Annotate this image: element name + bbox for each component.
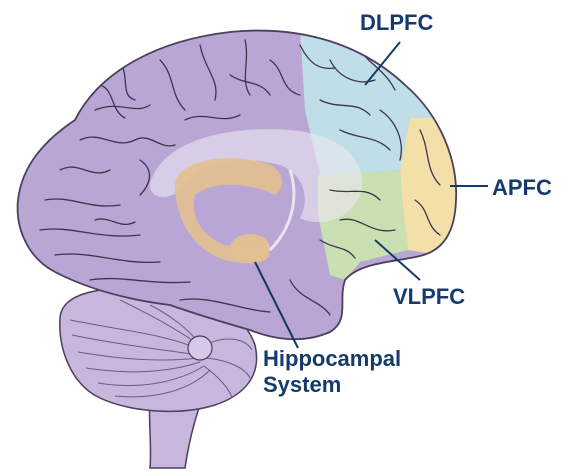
apfc-region	[400, 118, 457, 260]
pons	[187, 335, 213, 361]
corpus-callosum	[150, 129, 362, 223]
cortex-outline	[16, 29, 457, 341]
hippocampal-label-line1: Hippocampal	[263, 346, 402, 371]
hippocampus	[174, 158, 282, 264]
apfc-label: APFC	[492, 175, 552, 200]
hippocampal-label-line2: System	[263, 372, 342, 397]
hippocampal-system-label: Hippocampal System	[263, 346, 401, 398]
vlpfc-label: VLPFC	[393, 284, 466, 309]
hippocampal-leader-line	[254, 261, 299, 349]
fornix	[268, 169, 296, 252]
dlpfc-leader-line	[364, 41, 401, 86]
vlpfc-leader-line	[374, 239, 421, 281]
hippocampal-head	[230, 234, 270, 262]
brainstem	[148, 394, 201, 469]
cortical-sulci	[39, 39, 441, 316]
dlpfc-label: DLPFC	[360, 10, 434, 35]
